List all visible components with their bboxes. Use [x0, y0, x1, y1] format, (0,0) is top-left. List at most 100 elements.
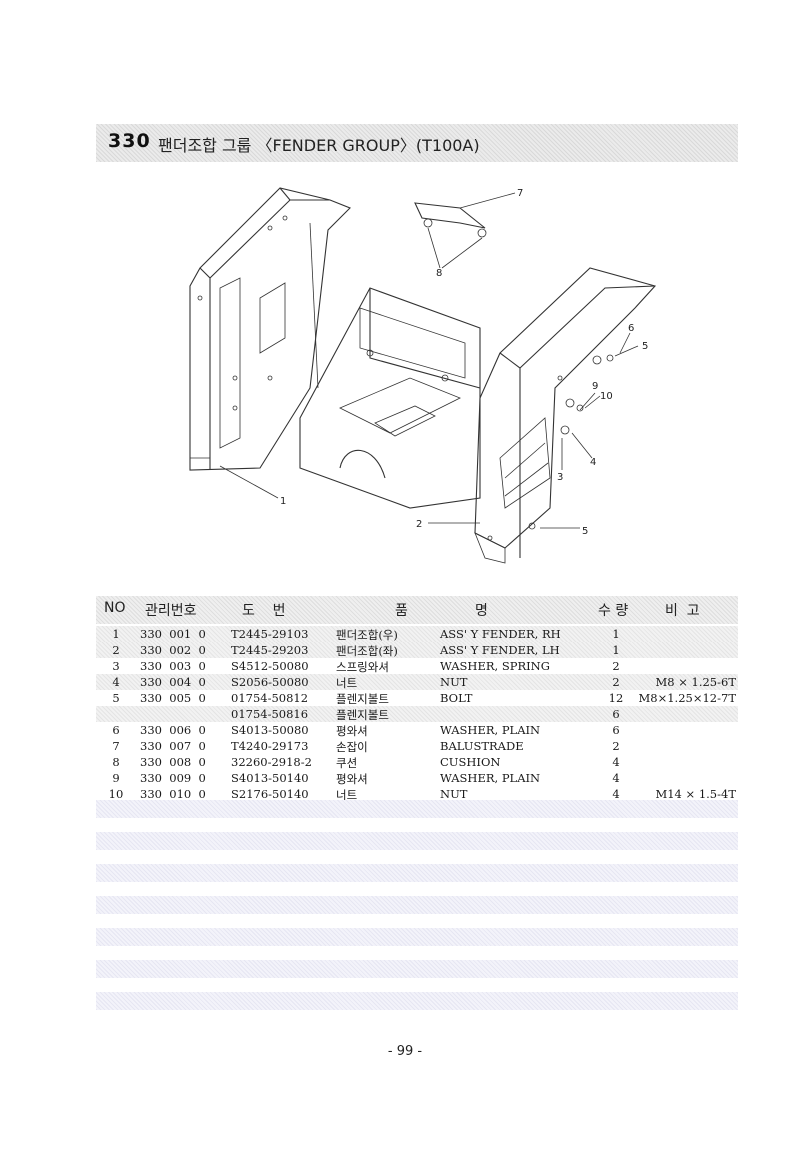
- cell-remark: M8 × 1.25-6T: [655, 675, 736, 689]
- cell-dwg: S4013-50140: [231, 771, 309, 785]
- table-row: 8 330 008 0 32260-2918-2 쿠션 CUSHION 4: [96, 754, 738, 770]
- cell-kor: 스프링와셔: [336, 660, 389, 674]
- cell-qty: 2: [612, 739, 620, 753]
- cell-mgmt: 330 005 0: [140, 691, 206, 705]
- callout-label: 4: [590, 457, 596, 468]
- page-number: - 99 -: [387, 1044, 423, 1059]
- callout-label: 9: [592, 381, 598, 392]
- callout-label: 6: [628, 323, 634, 334]
- table-row: 1 330 001 0 T2445-29103 팬더조합(우) ASS' Y F…: [96, 626, 738, 642]
- cell-qty: 1: [612, 627, 620, 641]
- cell-no: 7: [112, 739, 120, 753]
- cell-mgmt: 330 009 0: [140, 771, 206, 785]
- cell-kor: 팬더조합(좌): [336, 644, 398, 658]
- cell-mgmt: 330 002 0: [140, 643, 206, 657]
- empty-band: [96, 928, 738, 946]
- cell-dwg: S2176-50140: [231, 787, 309, 801]
- header-quantity: 수 량: [598, 603, 629, 619]
- table-row: 6 330 006 0 S4013-50080 평와셔 WASHER, PLAI…: [96, 722, 738, 738]
- section-title: 팬더조합 그룹 〈FENDER GROUP〉(T100A): [158, 136, 480, 155]
- callout-label: 1: [280, 496, 286, 507]
- table-row: 2 330 002 0 T2445-29203 팬더조합(좌) ASS' Y F…: [96, 642, 738, 658]
- cell-dwg: 32260-2918-2: [231, 755, 312, 769]
- cell-kor: 플렌지볼트: [336, 692, 389, 706]
- empty-band: [96, 896, 738, 914]
- cell-mgmt: 330 004 0: [140, 675, 206, 689]
- cell-qty: 6: [612, 723, 620, 737]
- header-no: NO: [104, 600, 126, 616]
- floor-step-drawing: [299, 287, 481, 509]
- table-row: 5 330 005 0 01754-50812 플렌지볼트 BOLT 12 M8…: [96, 690, 738, 706]
- empty-band: [96, 800, 738, 818]
- empty-band: [96, 960, 738, 978]
- cell-no: 2: [112, 643, 120, 657]
- cell-qty: 12: [608, 691, 624, 705]
- table-row: 01754-50816 플렌지볼트 6: [96, 706, 738, 722]
- table-row: 3 330 003 0 S4512-50080 스프링와셔 WASHER, SP…: [96, 658, 738, 674]
- cell-qty: 4: [612, 787, 620, 801]
- cell-qty: 4: [612, 755, 620, 769]
- cell-no: 3: [112, 659, 120, 673]
- cell-qty: 1: [612, 643, 620, 657]
- cell-mgmt: 330 010 0: [140, 787, 206, 801]
- fastener-hardware-drawing: [528, 354, 614, 530]
- cell-remark: M14 × 1.5-4T: [655, 787, 736, 801]
- left-fender-drawing: [189, 187, 351, 471]
- cell-mgmt: 330 001 0: [140, 627, 206, 641]
- header-part-name-2: 명: [475, 603, 488, 619]
- cell-kor: 손잡이: [336, 740, 368, 754]
- table-row: 7 330 007 0 T4240-29173 손잡이 BALUSTRADE 2: [96, 738, 738, 754]
- cell-mgmt: 330 007 0: [140, 739, 206, 753]
- exploded-parts-diagram: 1 2 3 4 5 5 6 7 8 9 10: [189, 187, 657, 564]
- cell-qty: 4: [612, 771, 620, 785]
- cell-no: 4: [112, 675, 120, 689]
- cell-no: 1: [112, 627, 120, 641]
- cell-dwg: S4013-50080: [231, 723, 309, 737]
- cell-dwg: 01754-50816: [231, 707, 309, 721]
- cell-no: 9: [112, 771, 120, 785]
- cell-kor: 쿠션: [336, 756, 358, 770]
- cell-eng: WASHER, PLAIN: [440, 771, 541, 785]
- header-mgmt-number: 관리번호: [145, 603, 197, 619]
- section-number: 330: [108, 130, 151, 152]
- cell-kor: 너트: [336, 788, 358, 802]
- callout-leader-lines: [219, 192, 639, 529]
- cell-qty: 6: [612, 707, 620, 721]
- header-part-name-1: 품: [395, 603, 408, 619]
- cell-no: 5: [112, 691, 120, 705]
- cell-dwg: T4240-29173: [231, 739, 309, 753]
- callout-label: 5: [642, 341, 648, 352]
- cell-eng: BALUSTRADE: [440, 739, 524, 753]
- cell-eng: WASHER, PLAIN: [440, 723, 541, 737]
- cell-qty: 2: [612, 659, 620, 673]
- cell-mgmt: 330 008 0: [140, 755, 206, 769]
- table-header-band: [96, 596, 738, 624]
- balustrade-handle-drawing: [414, 202, 487, 238]
- callout-label: 5: [582, 526, 588, 537]
- cell-kor: 평와셔: [336, 724, 368, 738]
- cell-eng: WASHER, SPRING: [440, 659, 550, 673]
- callout-label: 7: [517, 188, 523, 199]
- header-remark: 비 고: [665, 603, 700, 619]
- empty-band: [96, 992, 738, 1010]
- cell-dwg: S4512-50080: [231, 659, 309, 673]
- cell-dwg: S2056-50080: [231, 675, 309, 689]
- right-fender-drawing: [474, 267, 657, 564]
- callout-label: 8: [436, 268, 442, 279]
- parts-table: 1 330 001 0 T2445-29103 팬더조합(우) ASS' Y F…: [96, 626, 738, 802]
- cell-dwg: T2445-29203: [231, 643, 309, 657]
- cell-no: 10: [108, 787, 124, 801]
- cell-eng: ASS' Y FENDER, LH: [440, 643, 560, 657]
- table-row: 4 330 004 0 S2056-50080 너트 NUT 2 M8 × 1.…: [96, 674, 738, 690]
- cell-dwg: 01754-50812: [231, 691, 309, 705]
- cell-kor: 평와셔: [336, 772, 368, 786]
- callout-label: 3: [557, 472, 563, 483]
- cell-dwg: T2445-29103: [231, 627, 309, 641]
- cell-no: 8: [112, 755, 120, 769]
- callout-label: 10: [600, 391, 613, 402]
- cell-qty: 2: [612, 675, 620, 689]
- cell-eng: CUSHION: [440, 755, 501, 769]
- cell-eng: NUT: [440, 787, 468, 801]
- cell-eng: ASS' Y FENDER, RH: [440, 627, 561, 641]
